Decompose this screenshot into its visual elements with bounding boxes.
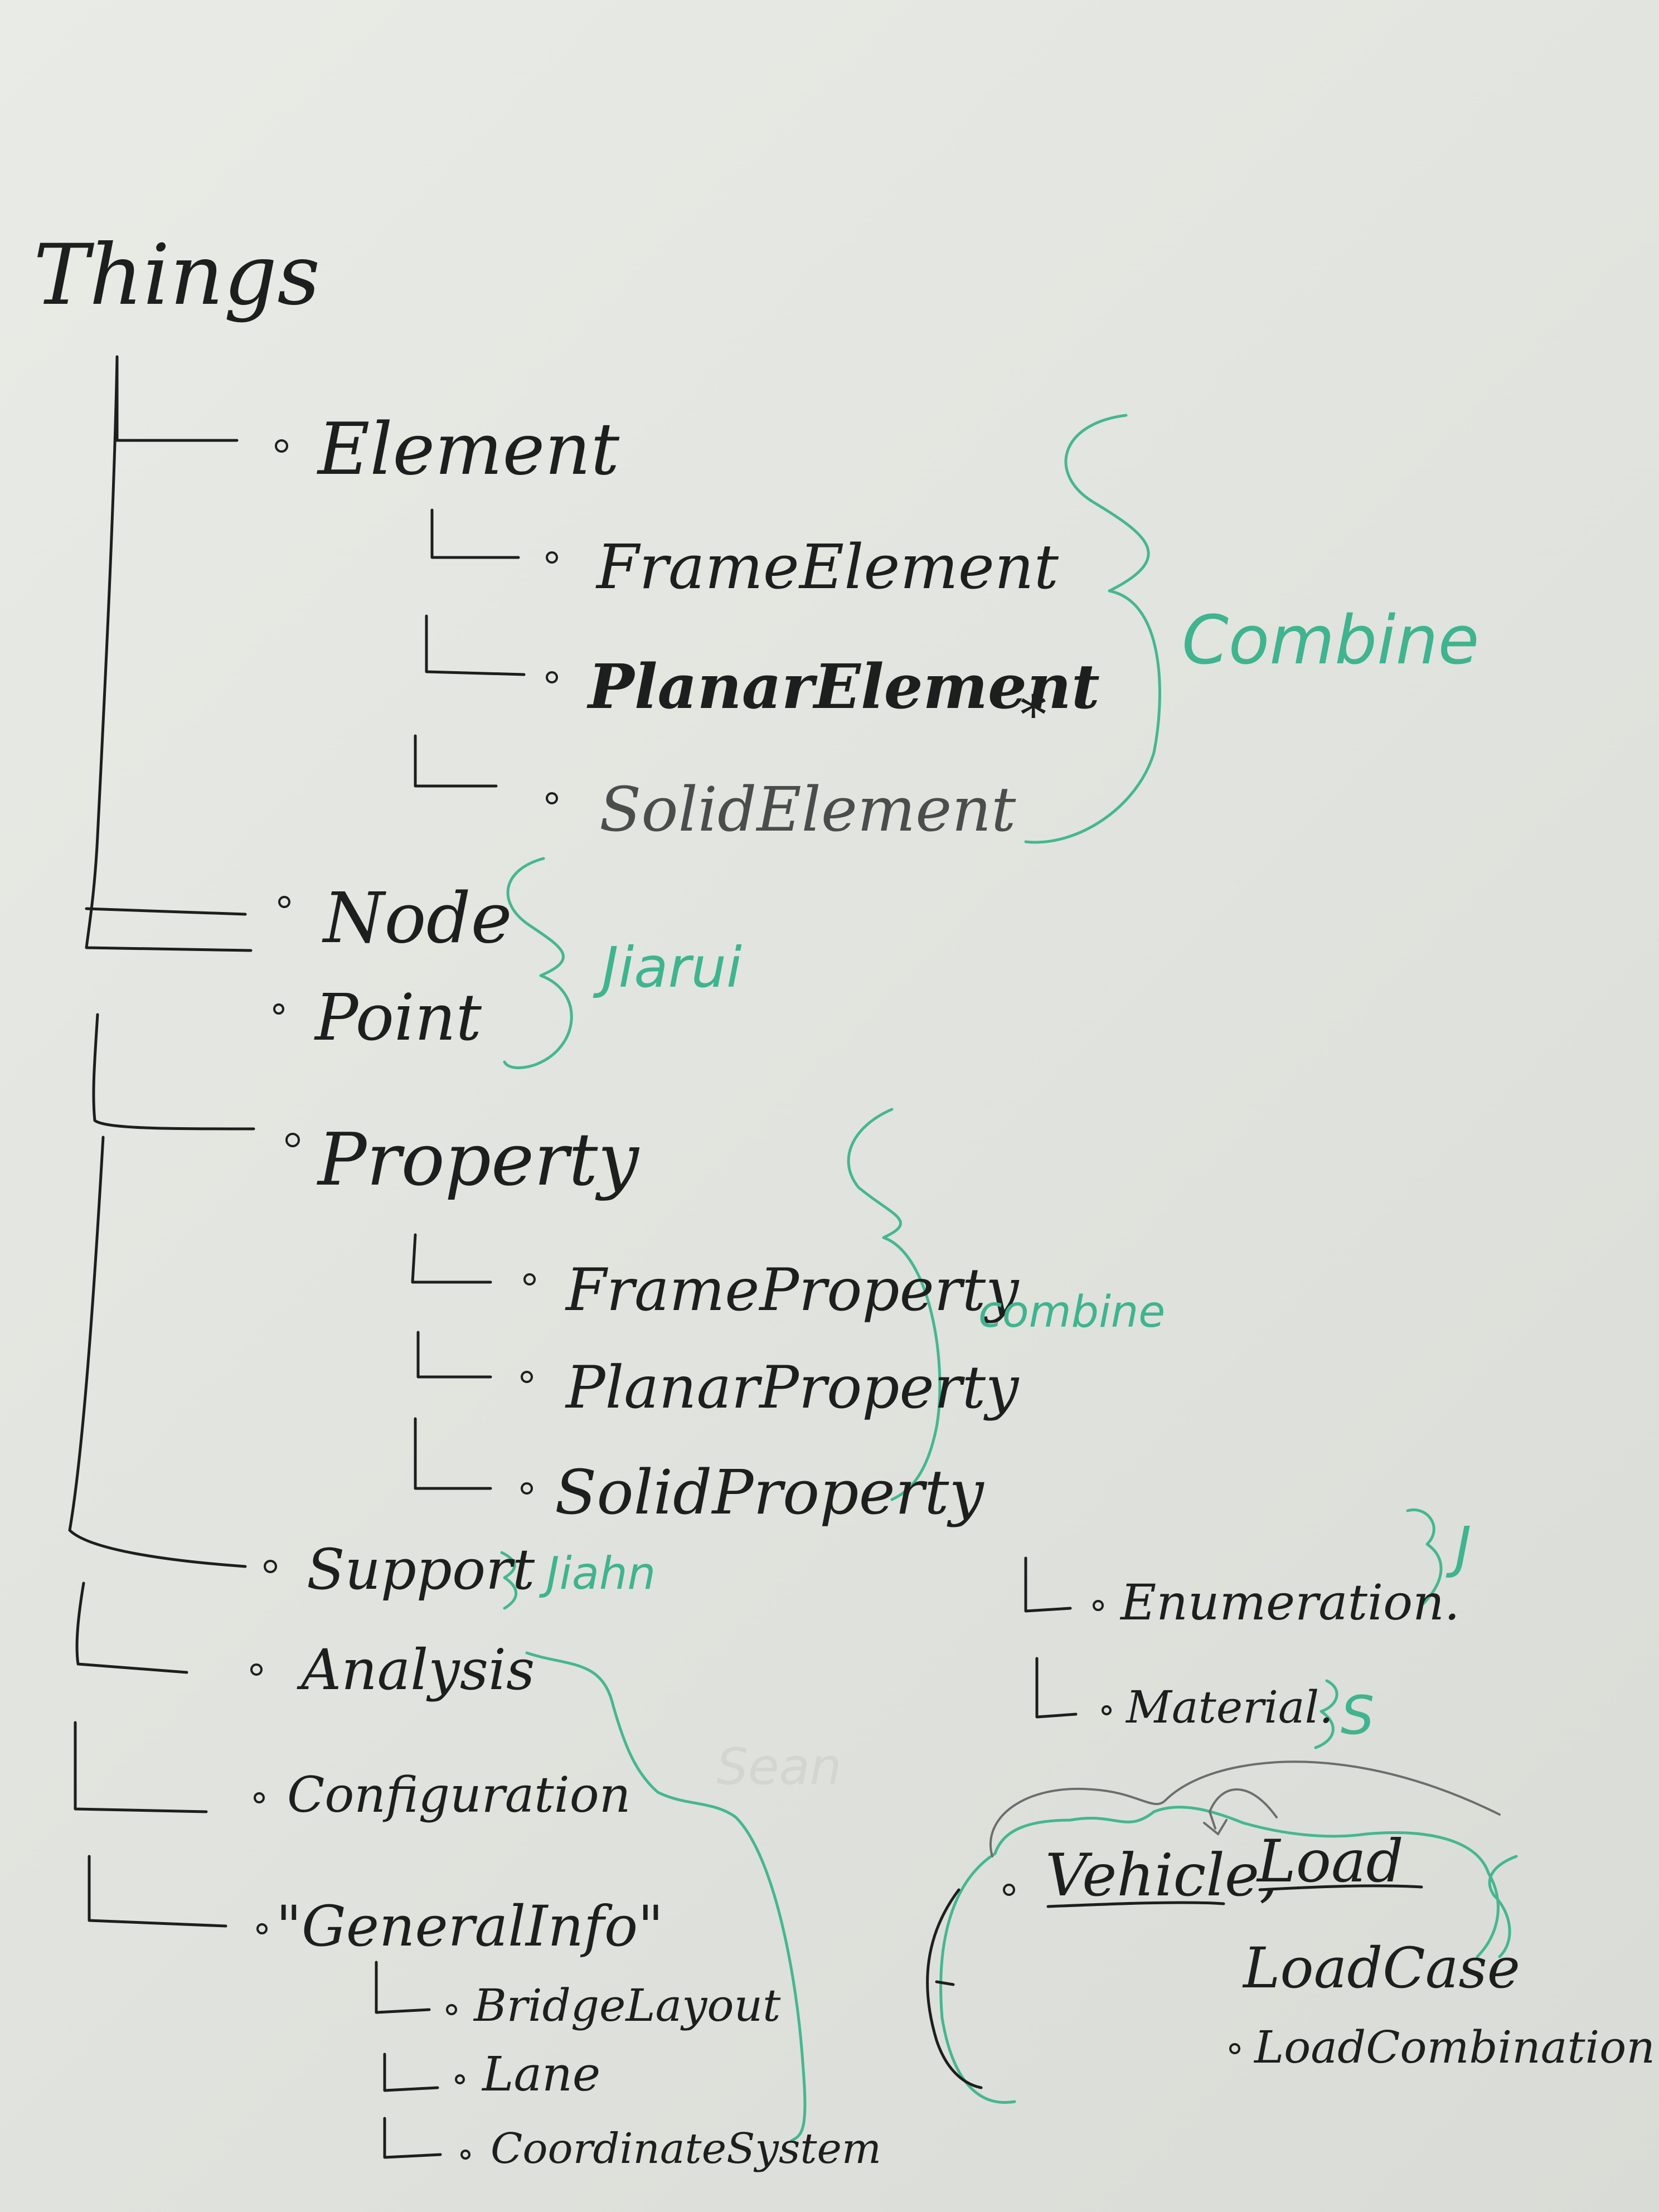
label-element: Element xyxy=(317,408,620,491)
label-frame-element: FrameElement xyxy=(595,531,1059,603)
note-jiarui: Jiarui xyxy=(593,935,742,1000)
note-support-owner: Jiahn xyxy=(539,1548,656,1599)
label-material: Material. xyxy=(1125,1681,1333,1733)
curve-sean xyxy=(525,1651,807,2142)
cloud-loads xyxy=(993,1806,1500,1958)
label-frame-property: FrameProperty xyxy=(565,1256,1020,1324)
brace-properties xyxy=(847,1108,942,1501)
label-load: Load xyxy=(1256,1827,1404,1895)
label-analysis: Analysis xyxy=(297,1637,535,1702)
label-point: Point xyxy=(314,981,482,1055)
label-planar-property: PlanarProperty xyxy=(565,1354,1020,1422)
label-bridge-layout: BridgeLayout xyxy=(473,1980,781,2031)
label-planar-mark: * xyxy=(1020,685,1047,746)
label-solid-element: SolidElement xyxy=(599,774,1016,845)
label-node: Node xyxy=(322,878,512,959)
label-planar-element: PlanarElement xyxy=(586,651,1100,722)
label-coordinate-system: CoordinateSystem xyxy=(491,2124,881,2173)
brace-enumeration xyxy=(1406,1508,1443,1607)
tree-connectors xyxy=(68,355,1078,2159)
label-configuration: Configuration xyxy=(287,1766,630,1823)
note-combine-elements: Combine xyxy=(1182,602,1479,680)
note-combine-properties: combine xyxy=(978,1287,1165,1337)
label-lane: Lane xyxy=(481,2047,600,2102)
underlines xyxy=(1046,1884,1423,1908)
cloud-loads-lower xyxy=(939,1852,1016,2104)
brace-node-point xyxy=(503,857,573,1069)
brace-support xyxy=(500,1551,518,1610)
label-general-info: "GeneralInfo" xyxy=(276,1894,663,1959)
label-enumeration: Enumeration. xyxy=(1119,1574,1460,1631)
bullets xyxy=(250,439,1240,2160)
label-load-combination: LoadCombination. xyxy=(1253,2021,1659,2073)
root-label: Things xyxy=(33,227,320,324)
note-material-owner: S xyxy=(1341,1685,1374,1747)
label-vehicle: Vehicle, xyxy=(1045,1841,1278,1909)
brace-material xyxy=(1314,1679,1338,1749)
brace-loads-right xyxy=(1488,1855,1518,1958)
label-property: Property xyxy=(317,1117,639,1202)
brace-elements xyxy=(1024,414,1161,844)
green-annotation-strokes xyxy=(500,414,1518,2142)
label-support: Support xyxy=(307,1537,535,1602)
label-solid-property: SolidProperty xyxy=(555,1457,984,1528)
load-cloud-gray xyxy=(926,1760,1501,2089)
label-load-case: LoadCase xyxy=(1242,1936,1520,2001)
note-sean: Sean xyxy=(716,1738,842,1796)
note-enumeration-owner: J xyxy=(1445,1515,1472,1580)
